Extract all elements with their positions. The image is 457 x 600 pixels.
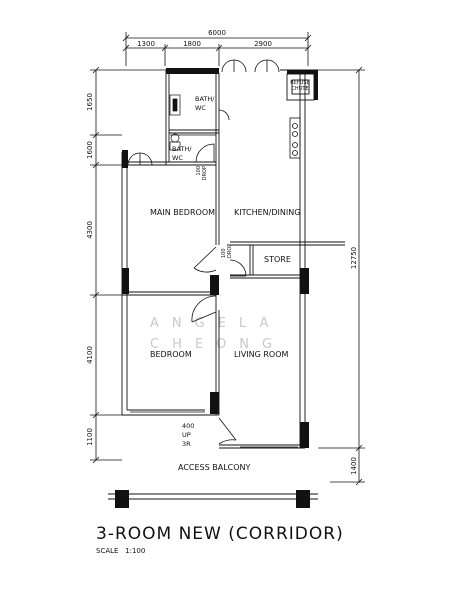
room-bedroom: BEDROOM [150, 350, 192, 359]
dim-right-overall: 12750 [350, 247, 358, 269]
room-living: LIVING ROOM [234, 350, 289, 359]
watermark: ANGELA CHEONG [150, 316, 285, 352]
bath-wc-1-line-1: BATH/ [195, 95, 215, 103]
top-dimensions [122, 32, 312, 66]
dim-right-balcony: 1400 [350, 457, 358, 475]
watermark-line-1: ANGELA [150, 316, 281, 331]
plan-scale: SCALE 1:100 [96, 547, 145, 555]
dim-top-seg-3: 2900 [254, 40, 272, 48]
windows [127, 59, 298, 448]
room-access-balcony: ACCESS BALCONY [178, 463, 251, 472]
walls [121, 69, 345, 449]
refuse-chute-label-1: REFUSE [290, 80, 310, 86]
refuse-chute [286, 73, 315, 101]
dim-top-overall: 6000 [208, 29, 226, 37]
kitchen-counter [289, 117, 301, 159]
right-dimensions [318, 66, 365, 486]
bath-wc-2-line-2: WC [172, 154, 183, 162]
drop-note-1-label: DROP [202, 166, 208, 180]
dim-left-1: 1650 [86, 93, 94, 111]
bath-wc-upper: BATH/ WC [195, 95, 215, 112]
bath-wc-1-line-2: WC [195, 104, 206, 112]
balcony-edge [108, 493, 318, 500]
watermark-line-2: CHEONG [150, 337, 285, 352]
room-store: STORE [264, 255, 291, 264]
scale-label: SCALE [96, 547, 119, 555]
drop-note-1-value: 100 [196, 166, 202, 176]
entrance-step-risers: 3R [182, 440, 191, 448]
left-dimensions [90, 66, 166, 464]
bath-fixtures [169, 94, 216, 151]
structural-columns [115, 68, 318, 508]
refuse-chute-label-2: CHUTE [291, 86, 308, 92]
plan-title: 3-ROOM NEW (CORRIDOR) [96, 524, 344, 544]
dim-left-5: 1100 [86, 428, 94, 446]
doors [191, 109, 247, 445]
room-main-bedroom: MAIN BEDROOM [150, 208, 215, 217]
scale-value: 1:100 [125, 547, 146, 555]
dim-top-seg-1: 1300 [137, 40, 155, 48]
bath-wc-lower: BATH/ WC [172, 145, 192, 162]
bath-wc-2-line-1: BATH/ [172, 145, 192, 153]
dim-left-3: 4300 [86, 221, 94, 239]
entrance-step-direction: UP [182, 431, 191, 439]
drop-note-2-label: DROP [227, 244, 233, 258]
dim-left-4: 4100 [86, 346, 94, 364]
entrance-step-height: 400 [182, 422, 194, 430]
drop-note-2-value: 100 [221, 248, 227, 258]
dim-left-2: 1600 [86, 141, 94, 159]
room-kitchen-dining: KITCHEN/DINING [234, 208, 300, 217]
dim-top-seg-2: 1800 [183, 40, 201, 48]
